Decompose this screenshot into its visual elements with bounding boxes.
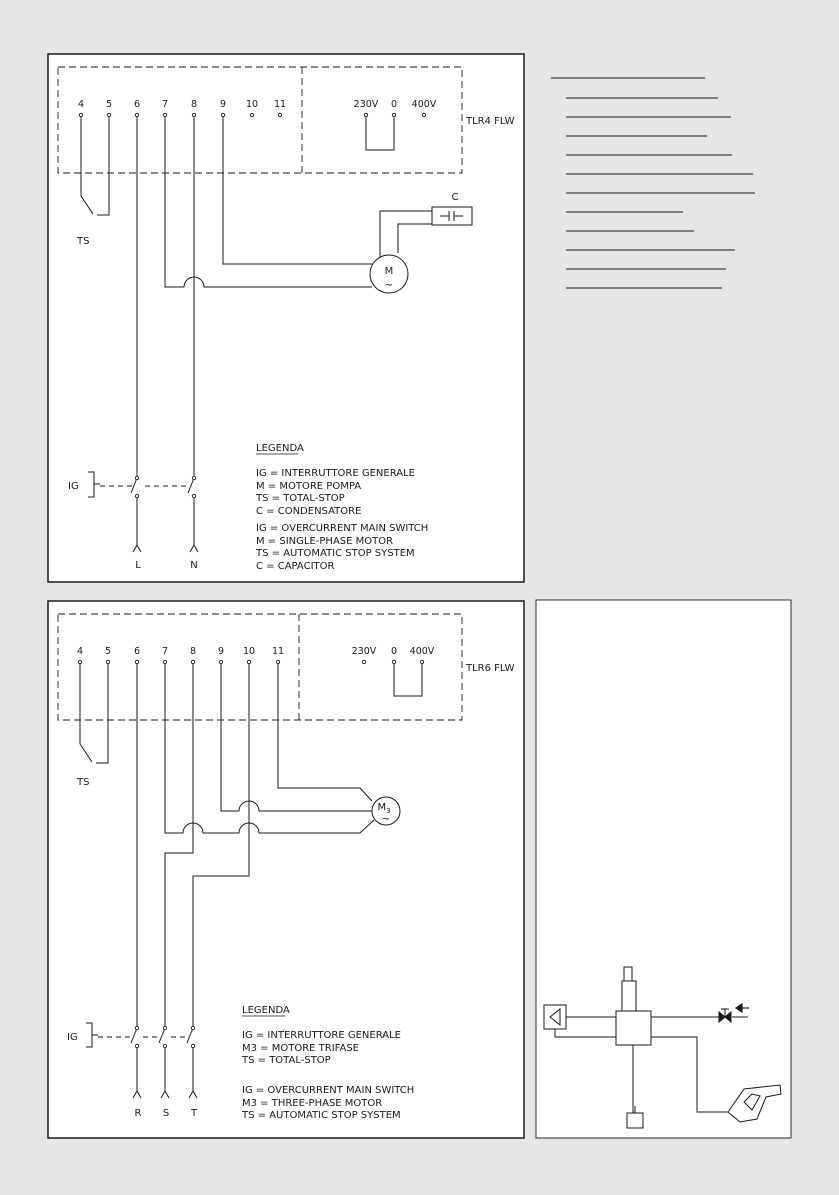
terminal-numbers: 4 5 6 7 8 9 10 11 230V 0 400V [78,99,437,110]
pump-icon [543,1004,567,1030]
motor-symbol: M3 [377,802,390,815]
legend-en-1: M3 = THREE-PHASE MOTOR [242,1098,382,1109]
model-label: TLR6 FLW [465,663,515,674]
terminal-6: 6 [134,646,140,657]
terminal-10: 10 [246,99,258,110]
legend: LEGENDA IG = INTERRUTTORE GENERALE M = M… [255,443,428,572]
terminal-box [57,66,463,174]
spray-gun-icon [727,1084,782,1123]
motor-3phase-icon [371,796,401,826]
flow-arrow-icon [734,1002,749,1014]
ts-label: TS [76,777,89,788]
terminal-11: 11 [274,99,286,110]
legend-en-1: M = SINGLE-PHASE MOTOR [256,536,393,547]
terminal-4: 4 [77,646,83,657]
unloader-cap [623,966,633,982]
legend-it-1: M = MOTORE POMPA [256,481,361,492]
capacitor-symbol [440,211,463,221]
main-switch [88,471,199,553]
ts-label: TS [76,236,89,247]
motor-icon [369,254,409,294]
legend-en-2: TS = AUTOMATIC STOP SYSTEM [255,548,415,559]
legend-it-2: TS = TOTAL-STOP [255,493,345,504]
ig-label: IG [68,481,79,492]
legend-en-0: IG = OVERCURRENT MAIN SWITCH [242,1085,414,1096]
voltage-400v: 400V [412,99,437,110]
terminal-9: 9 [220,99,226,110]
voltage-0: 0 [391,646,397,657]
supply-t: T [190,1108,198,1119]
main-switch [86,1022,198,1099]
diagram-tlr6: TLR6 FLW 4 5 6 7 8 9 10 11 230V 0 400V [47,600,525,1139]
legend-it-1: M3 = MOTORE TRIFASE [242,1043,359,1054]
legend-title: LEGENDA [256,443,304,454]
voltage-230v: 230V [352,646,377,657]
supply-l: L [135,560,141,571]
legend-it-0: IG = INTERRUTTORE GENERALE [256,468,415,479]
legend-it-3: C = CONDENSATORE [256,506,361,517]
terminal-dots [77,659,425,665]
terminal-5: 5 [106,99,112,110]
terminal-7: 7 [162,646,168,657]
terminal-11: 11 [272,646,284,657]
terminal-4: 4 [78,99,84,110]
motor-ac-symbol: ~ [385,280,393,291]
legend-en-2: TS = AUTOMATIC STOP SYSTEM [241,1110,401,1121]
motor-ac-symbol: ~ [382,814,390,825]
terminal-5: 5 [105,646,111,657]
legend-it-2: TS = TOTAL-STOP [241,1055,331,1066]
legend-en-3: C = CAPACITOR [256,561,335,572]
terminal-8: 8 [191,99,197,110]
hydraulic-frame [535,599,792,1139]
diagram-frame [47,600,525,1139]
supply-s: S [163,1108,169,1119]
legend-it-0: IG = INTERRUTTORE GENERALE [242,1030,401,1041]
hydraulic-panel [535,599,792,1139]
terminal-numbers: 4 5 6 7 8 9 10 11 230V 0 400V [77,646,435,657]
supply-r: R [135,1108,142,1119]
terminal-box [57,613,463,721]
diagram-tlr4: TLR4 FLW 4 5 6 7 8 9 10 11 230V 0 400V [47,53,525,583]
unloader-valve [615,1010,652,1046]
terminal-6: 6 [134,99,140,110]
terminal-7: 7 [162,99,168,110]
legend-title: LEGENDA [242,1005,290,1016]
tank-icon [626,1112,644,1129]
wiring [79,664,423,1028]
voltage-400v: 400V [410,646,435,657]
motor-symbol: M [385,266,394,277]
capacitor [431,206,473,226]
terminal-8: 8 [190,646,196,657]
voltage-230v: 230V [354,99,379,110]
legend: LEGENDA IG = INTERRUTTORE GENERALE M3 = … [241,1005,414,1121]
capacitor-label: C [452,192,459,203]
terminal-9: 9 [218,646,224,657]
terminal-10: 10 [243,646,255,657]
wiring [80,117,432,478]
blank-lines [551,77,755,289]
model-label: TLR4 FLW [465,116,515,127]
ig-label: IG [67,1032,78,1043]
legend-en-0: IG = OVERCURRENT MAIN SWITCH [256,523,428,534]
inlet-valve-icon [718,1008,732,1024]
voltage-0: 0 [391,99,397,110]
diagram-frame [47,53,525,583]
hydraulic-circuit [543,966,782,1129]
terminal-dots [78,112,427,118]
supply-n: N [190,560,197,571]
